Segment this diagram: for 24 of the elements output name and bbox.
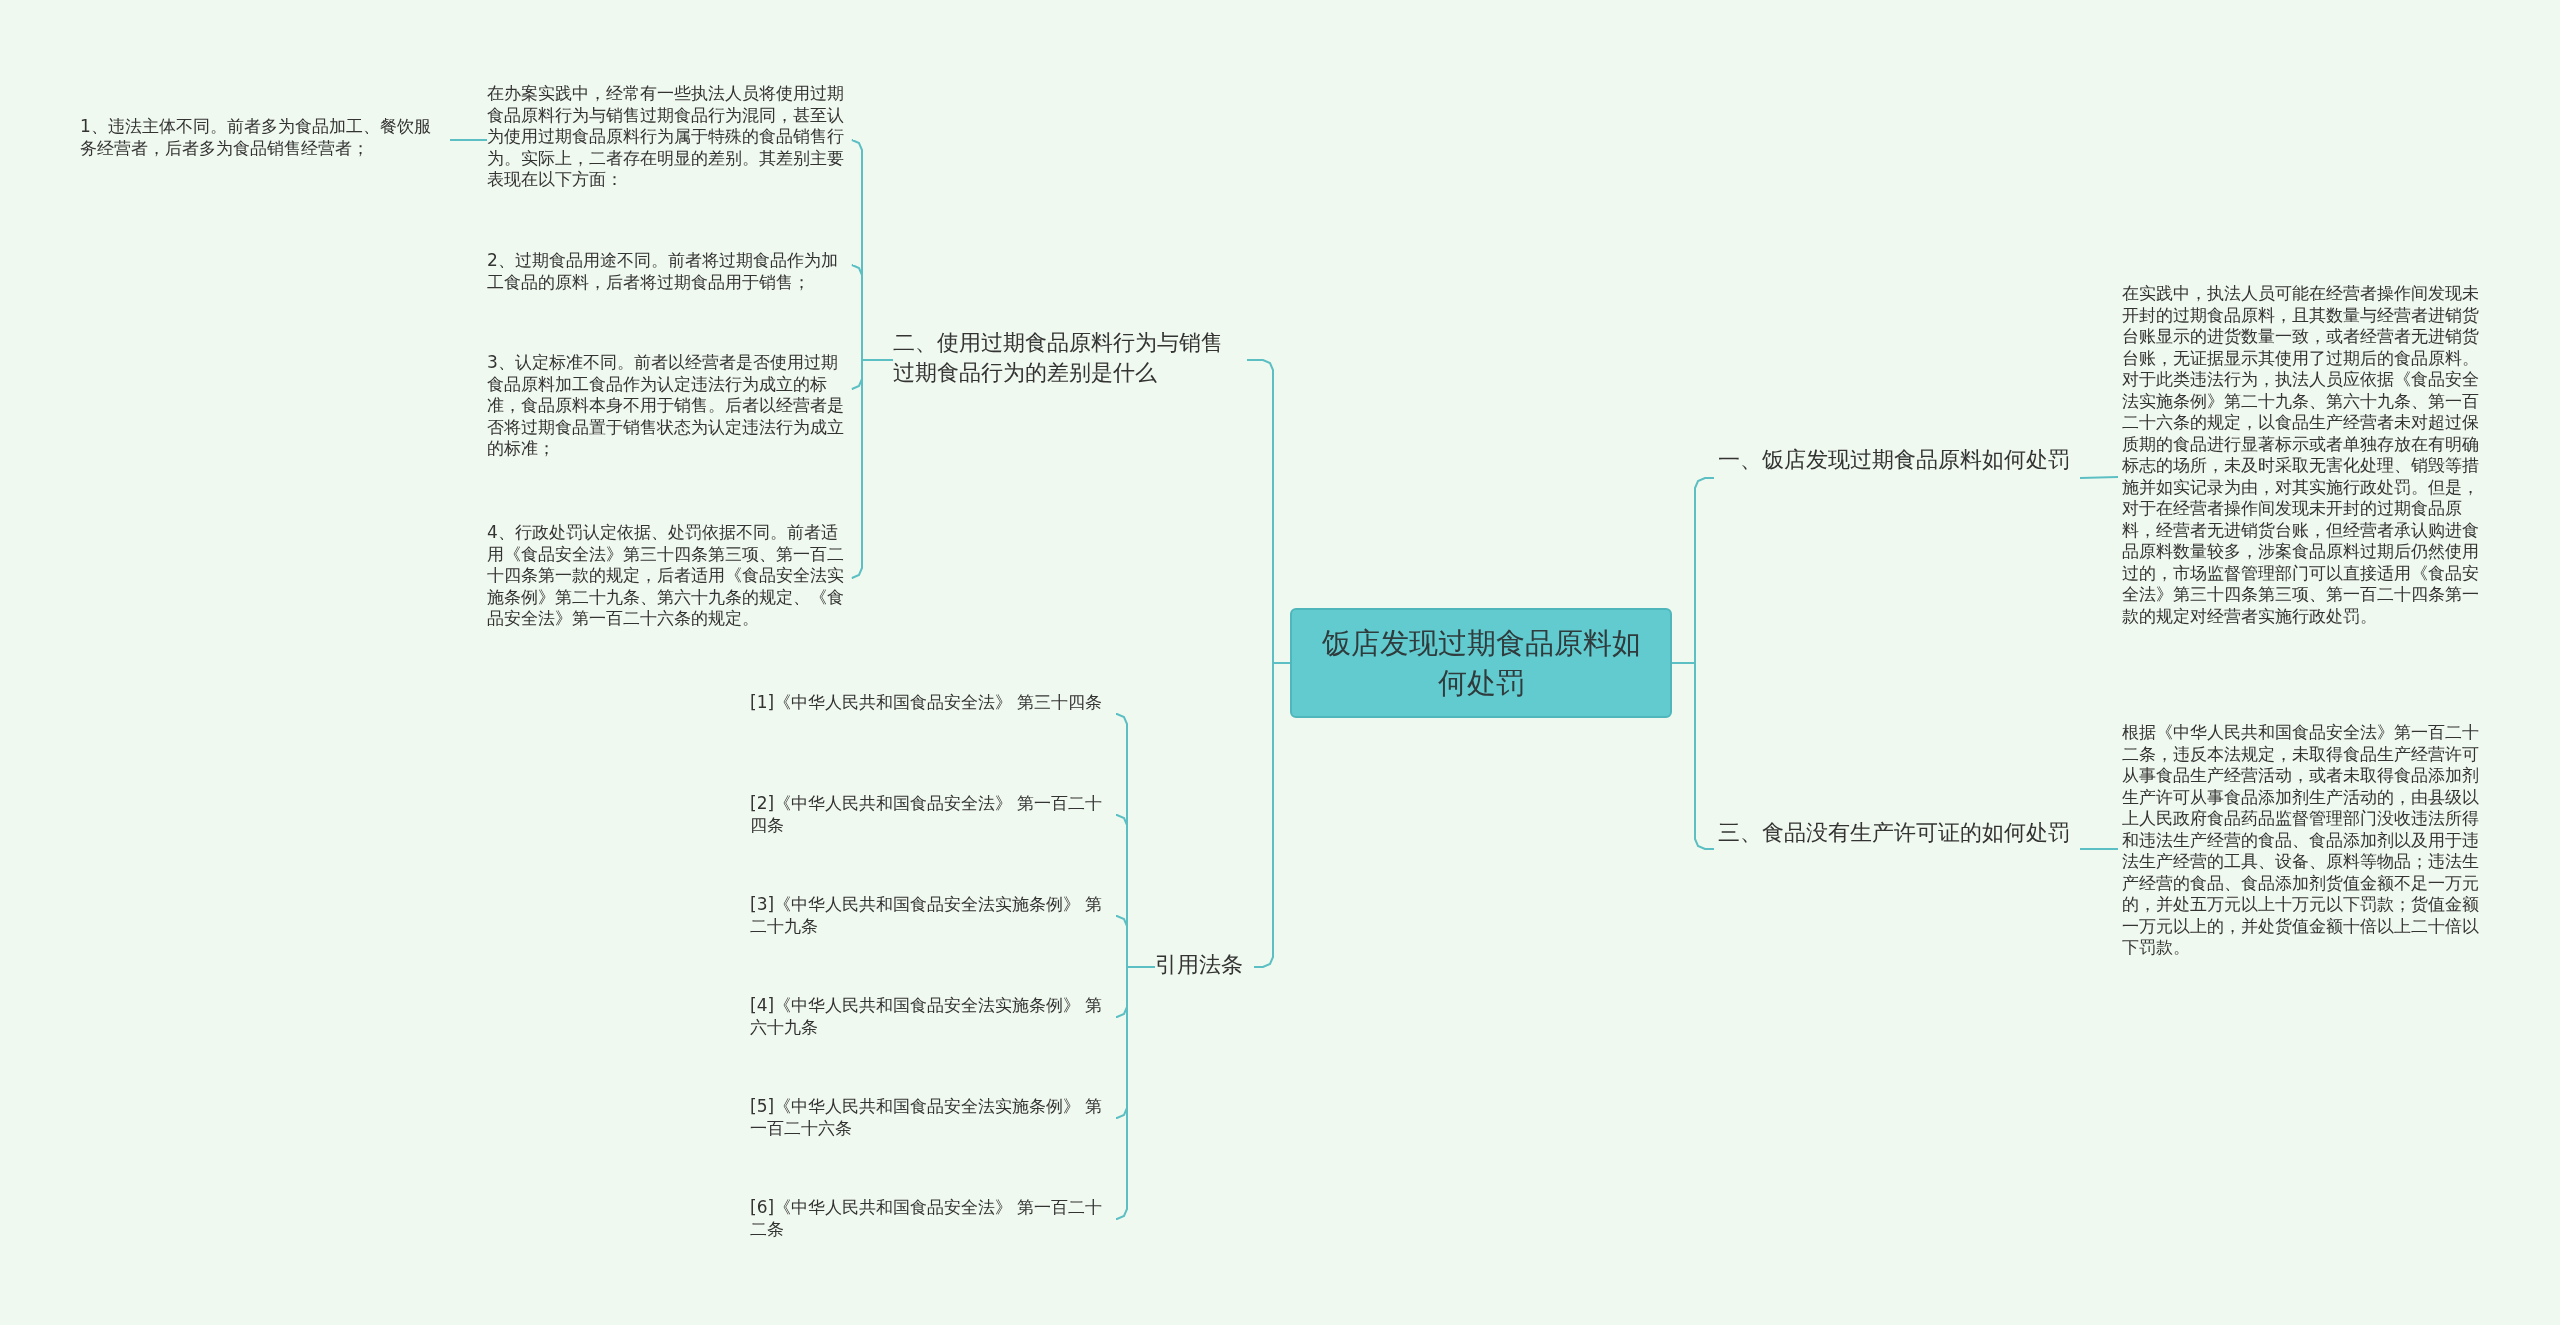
topic-label: 引用法条: [1155, 950, 1250, 984]
connector-line: [1253, 662, 1291, 968]
topic-label: 一、饭店发现过期食品原料如何处罚: [1718, 445, 2080, 507]
topic-text: [5]《中华人民共和国食品安全法实施条例》 第一百二十六条: [750, 1096, 1112, 1142]
topic-text: 3、认定标准不同。前者以经营者是否使用过期食品原料加工食品作为认定违法行为成立的标准，食品原料本身不用于销售。后者以经营者是否将过期食品置于销售状态为认定违法行为成立的标准；: [487, 352, 849, 464]
topic-text: 在办案实践中，经常有一些执法人员将使用过期食品原料行为与销售过期食品行为混同，甚至认为使用过期食品原料行为属于特殊的食品销售行为。实际上，二者存在明显的差别。其差别主要表现在以下方面：: [487, 83, 849, 203]
topic-label: 三、食品没有生产许可证的如何处罚: [1718, 818, 2080, 880]
connector-line: [1115, 966, 1156, 1220]
topic-text: 根据《中华人民共和国食品安全法》第一百二十二条，违反本法规定，未取得食品生产经营许可从事食品生产经营活动，或者未取得食品添加剂生产许可从事食品添加剂生产活动的，由县级以上人民政府食品药品监督管理部门没收违法所得和违法生产经营的食品、食品添加剂以及用于违法生产经营的工具、设备、原料等物品；违法生产经营的食品、食品添加剂货值金额不足一万元的，并处五万元以上十万元以下罚款；货值金额一万元以上的，并处货值金额十倍以上二十倍以下罚款。: [2122, 722, 2488, 984]
connector-line: [449, 139, 488, 141]
topic-text: [4]《中华人民共和国食品安全法实施条例》 第六十九条: [750, 995, 1112, 1041]
topic-text: [1]《中华人民共和国食品安全法》 第三十四条: [750, 692, 1112, 738]
central-topic-box: 饭店发现过期食品原料如何处罚: [1290, 608, 1672, 718]
connector-line: [2079, 848, 2119, 850]
connector-line: [2079, 476, 2119, 479]
topic-text: [2]《中华人民共和国食品安全法》 第一百二十四条: [750, 793, 1112, 839]
topic-text: [3]《中华人民共和国食品安全法实施条例》 第二十九条: [750, 894, 1112, 940]
connector-line: [851, 359, 894, 579]
topic-text: [6]《中华人民共和国食品安全法》 第一百二十二条: [750, 1197, 1112, 1243]
topic-text: 1、违法主体不同。前者多为食品加工、餐饮服务经营者，后者多为食品销售经营者；: [80, 116, 446, 164]
topic-text: 4、行政处罚认定依据、处罚依据不同。前者适用《食品安全法》第三十四条第三项、第一百二十四条第一款的规定，后者适用《食品安全法实施条例》第二十九条、第六十九条的规定、《食品安全法》第一百二十六条的规定。: [487, 522, 849, 634]
topic-label: 二、使用过期食品原料行为与销售过期食品行为的差别是什么: [893, 328, 1243, 394]
topic-text: 2、过期食品用途不同。前者将过期食品作为加工食品的原料，后者将过期食品用于销售；: [487, 250, 849, 300]
topic-text: 在实践中，执法人员可能在经营者操作间发现未开封的过期食品原料，且其数量与经营者进销货台账显示的进货数量一致，或者经营者无进销货台账，无证据显示其使用了过期后的食品原料。对于此类违法行为，执法人员应依据《食品安全法实施条例》第二十九条、第六十九条、第一百二十六条的规定，以食品生产经营者未对超过保质期的食品进行显著标示或者单独存放在有明确标志的场所，未及时采取无害化处理、销毁等措施并如实记录为由，对其实施行政处罚。但是，对于在经营者操作间发现未开封的过期食品原料，经营者无进销货台账，但经营者承认购进食品原料数量较多，涉案食品原料过期后仍然使用过的，市场监督管理部门可以直接适用《食品安全法》第三十四条第三项、第一百二十四条第一款的规定对经营者实施行政处罚。: [2122, 283, 2488, 675]
